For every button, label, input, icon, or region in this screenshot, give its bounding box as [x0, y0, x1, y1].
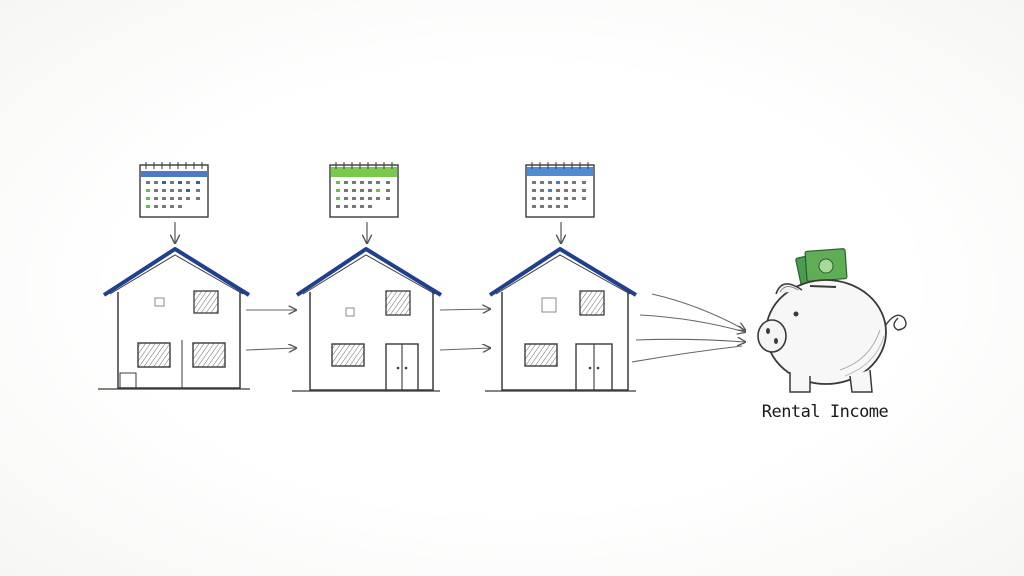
house-1-icon: [98, 247, 251, 390]
calendar-arrows: [175, 222, 561, 243]
rental-income-label: Rental Income: [761, 402, 889, 422]
flow-arrows: [245, 293, 745, 363]
arrow-icon: [439, 309, 490, 310]
arrow-icon: [635, 339, 745, 342]
house-2-icon: [292, 247, 443, 392]
arrow-icon: [639, 314, 745, 332]
arrow-icon: [245, 348, 296, 350]
arrow-icon: [651, 293, 745, 330]
calendar-1-icon: [139, 162, 209, 218]
piggy-bank-icon: [757, 248, 907, 393]
arrow-icon: [439, 348, 490, 350]
calendar-3-icon: [525, 162, 595, 218]
money-icon: [795, 248, 848, 287]
calendar-2-icon: [329, 162, 399, 218]
arrow-icon: [631, 345, 743, 363]
house-3-icon: [485, 247, 638, 392]
